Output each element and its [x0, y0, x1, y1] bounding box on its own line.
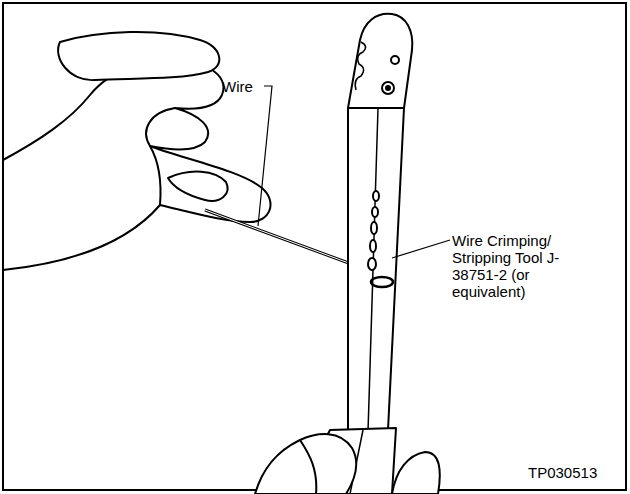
figure-code: TP030513 [528, 464, 597, 481]
left-hand [3, 32, 271, 270]
tool-split [368, 108, 378, 432]
strip-hole [371, 222, 377, 234]
leader-line [258, 86, 272, 226]
part-label: Wire [222, 78, 253, 95]
tool-head [348, 14, 412, 108]
thumbnail [168, 172, 228, 201]
frame-border [3, 3, 626, 490]
wire-loop [371, 277, 393, 287]
strip-hole [370, 240, 376, 252]
thumb-crease [150, 146, 161, 205]
leader-line [392, 240, 450, 258]
right-hand [255, 434, 440, 494]
pivot-pin [386, 86, 390, 90]
finger-crease [146, 108, 175, 146]
pivot-hole [391, 56, 399, 64]
tool-label: Wire Crimping/ Stripping Tool J-38751-2 … [452, 232, 577, 300]
strip-hole [372, 207, 378, 217]
pivot-hole [382, 82, 394, 94]
hand-crease [300, 440, 316, 494]
strip-hole [373, 191, 379, 201]
leader-lines [258, 86, 450, 258]
crimp-notches [355, 42, 365, 90]
hand-fingers [392, 452, 440, 494]
crimping-tool [296, 14, 412, 494]
finger [58, 32, 219, 80]
hand-outline [3, 60, 271, 270]
hand-palm [255, 434, 356, 494]
strip-hole [368, 258, 376, 270]
tool-body [348, 108, 404, 432]
